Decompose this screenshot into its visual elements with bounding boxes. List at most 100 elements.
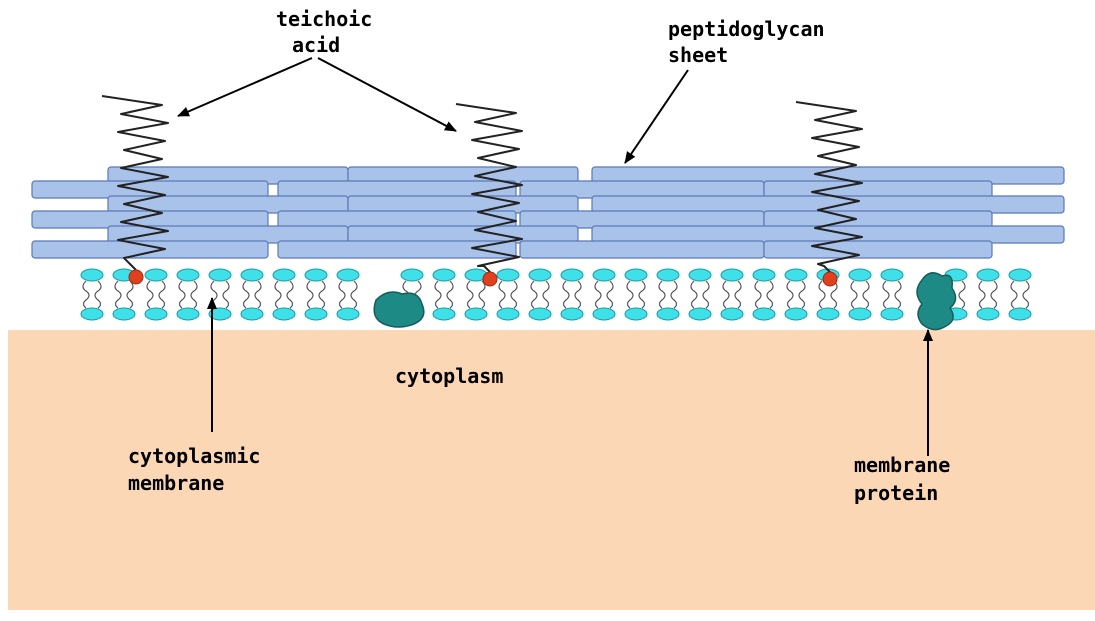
lipid-unit xyxy=(1009,269,1031,320)
teichoic-anchor xyxy=(129,270,143,284)
lipid-tail xyxy=(159,281,165,308)
lipid-unit xyxy=(81,269,103,320)
lipid-head-outer xyxy=(977,269,999,281)
lipid-head-inner xyxy=(657,308,679,320)
lipid-tail xyxy=(179,281,185,308)
lipid-tail xyxy=(1023,281,1029,308)
lipid-head-inner xyxy=(241,308,263,320)
lipid-head-outer xyxy=(433,269,455,281)
lipid-head-inner xyxy=(849,308,871,320)
arrow-teichoic-left xyxy=(178,58,312,116)
lipid-tail xyxy=(435,281,441,308)
lipid-head-inner xyxy=(305,308,327,320)
lipid-head-inner xyxy=(881,308,903,320)
lipid-tail xyxy=(723,281,729,308)
lipid-head-inner xyxy=(113,308,135,320)
label-peptidoglycan-sheet: peptidoglycan sheet xyxy=(668,17,837,67)
lipid-tail xyxy=(787,281,793,308)
lipid-tail xyxy=(851,281,857,308)
lipid-head-inner xyxy=(1009,308,1031,320)
peptidoglycan-strand xyxy=(32,241,268,258)
lipid-unit xyxy=(593,269,615,320)
lipid-unit xyxy=(657,269,679,320)
lipid-head-inner xyxy=(529,308,551,320)
lipid-head-inner xyxy=(689,308,711,320)
lipid-tail xyxy=(755,281,761,308)
lipid-unit xyxy=(689,269,711,320)
lipid-head-outer xyxy=(785,269,807,281)
lipid-tail xyxy=(467,281,473,308)
lipid-head-outer xyxy=(625,269,647,281)
lipid-unit xyxy=(497,269,519,320)
lipid-tail xyxy=(799,281,805,308)
lipid-tail xyxy=(255,281,261,308)
lipid-tail xyxy=(959,281,965,308)
lipid-tail xyxy=(659,281,665,308)
lipid-unit xyxy=(241,269,263,320)
lipid-head-outer xyxy=(273,269,295,281)
lipid-head-outer xyxy=(497,269,519,281)
lipid-unit xyxy=(273,269,295,320)
lipid-unit xyxy=(753,269,775,320)
lipid-tail xyxy=(563,281,569,308)
lipid-tail xyxy=(223,281,229,308)
lipid-head-inner xyxy=(433,308,455,320)
peptidoglycan-strand xyxy=(764,241,992,258)
lipid-head-outer xyxy=(593,269,615,281)
lipid-unit xyxy=(177,269,199,320)
lipid-head-inner xyxy=(561,308,583,320)
lipid-head-inner xyxy=(337,308,359,320)
lipid-tail xyxy=(147,281,153,308)
lipid-tail xyxy=(703,281,709,308)
lipid-head-outer xyxy=(689,269,711,281)
lipid-unit xyxy=(625,269,647,320)
peptidoglycan-strand xyxy=(520,241,764,258)
lipid-tail xyxy=(595,281,601,308)
lipid-unit xyxy=(337,269,359,320)
lipid-head-inner xyxy=(177,308,199,320)
lipid-head-inner xyxy=(977,308,999,320)
lipid-unit xyxy=(721,269,743,320)
peptidoglycan-sheet xyxy=(32,167,1064,258)
teichoic-anchor xyxy=(483,272,497,286)
lipid-tail xyxy=(1011,281,1017,308)
lipid-head-inner xyxy=(785,308,807,320)
lipid-head-outer xyxy=(881,269,903,281)
lipid-tail xyxy=(671,281,677,308)
lipid-head-outer xyxy=(849,269,871,281)
lipid-head-outer xyxy=(305,269,327,281)
lipid-head-outer xyxy=(529,269,551,281)
lipid-tail xyxy=(339,281,345,308)
lipid-head-outer xyxy=(177,269,199,281)
lipid-tail xyxy=(83,281,89,308)
lipid-tail xyxy=(447,281,453,308)
lipid-head-inner xyxy=(721,308,743,320)
lipid-head-outer xyxy=(1009,269,1031,281)
lipid-tail xyxy=(531,281,537,308)
lipid-tail xyxy=(627,281,633,308)
lipid-head-inner xyxy=(81,308,103,320)
lipid-tail xyxy=(275,281,281,308)
lipid-tail xyxy=(691,281,697,308)
lipid-tail xyxy=(511,281,517,308)
lipid-tail xyxy=(499,281,505,308)
lipid-head-inner xyxy=(145,308,167,320)
lipid-tail xyxy=(607,281,613,308)
lipid-tail xyxy=(243,281,249,308)
lipid-tail xyxy=(735,281,741,308)
arrow-teichoic-right xyxy=(318,58,456,131)
lipid-head-outer xyxy=(209,269,231,281)
lipid-tail xyxy=(979,281,985,308)
teichoic-anchor xyxy=(823,272,837,286)
lipid-head-outer xyxy=(241,269,263,281)
cytoplasmic-membrane-bilayer xyxy=(81,269,1031,320)
label-teichoic-acid: teichoic acid xyxy=(276,7,384,57)
lipid-unit xyxy=(145,269,167,320)
lipid-head-inner xyxy=(753,308,775,320)
lipid-head-inner xyxy=(465,308,487,320)
lipid-head-outer xyxy=(401,269,423,281)
arrow-peptidoglycan xyxy=(625,70,688,163)
lipid-head-inner xyxy=(273,308,295,320)
lipid-head-outer xyxy=(145,269,167,281)
